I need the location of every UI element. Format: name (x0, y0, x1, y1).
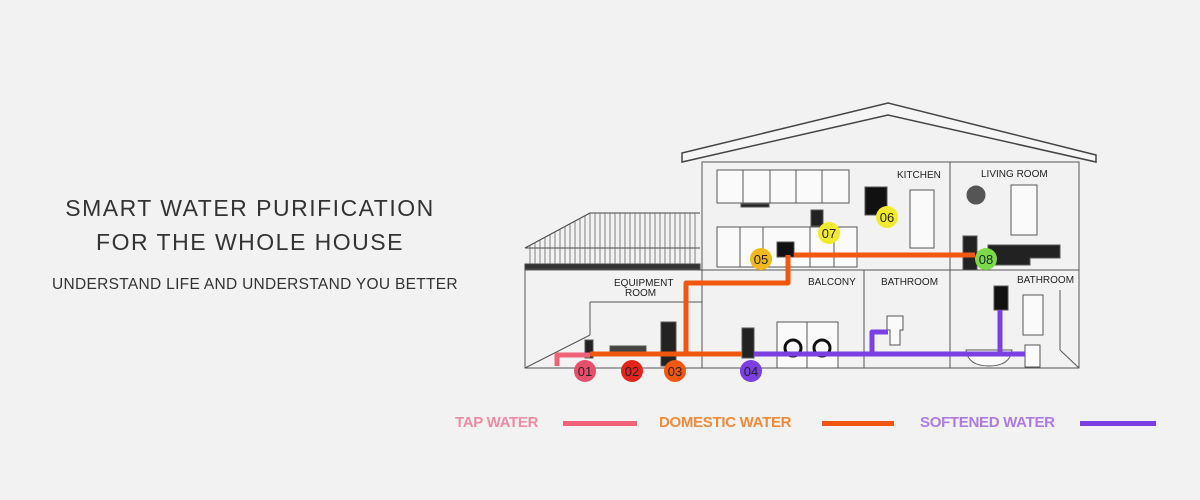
marker-03-label: 03 (668, 364, 682, 379)
subtitle: UNDERSTAND LIFE AND UNDERSTAND YOU BETTE… (52, 276, 458, 293)
railing-bars (529, 213, 696, 264)
pipes (554, 252, 1025, 366)
legend-domestic-water-line (822, 421, 894, 426)
headline-line-1: SMART WATER PURIFICATION (65, 195, 435, 221)
tap-water-pipe (554, 352, 590, 366)
marker-08-label: 08 (979, 252, 993, 267)
softener-04 (741, 327, 755, 359)
sofa (987, 244, 1061, 266)
room-label-equipment: EQUIPMENT (614, 278, 673, 289)
legend-tap-water-line (563, 421, 637, 426)
softened-water-pipe (754, 310, 1025, 357)
room-label-equipment-2: ROOM (625, 288, 656, 299)
domestic-water-pipe (590, 255, 791, 357)
marker-01-label: 01 (578, 364, 592, 379)
bookshelf (1010, 184, 1038, 236)
kettle (810, 209, 824, 227)
marker-06 (876, 206, 898, 228)
legend-softened-water-line (1080, 421, 1156, 426)
legend-softened-water-label: SOFTENED WATER (920, 414, 1055, 431)
marker-03 (664, 360, 686, 382)
marker-06-label: 06 (880, 210, 894, 225)
markers: 01 02 03 04 05 06 07 08 (574, 206, 997, 382)
marker-05-label: 05 (754, 252, 768, 267)
room-label-kitchen: KITCHEN (897, 170, 941, 181)
marker-04-label: 04 (744, 364, 758, 379)
bathroom-wall (1059, 349, 1080, 369)
roof (681, 102, 1097, 163)
clock-icon (966, 185, 986, 205)
room-label-living-room: LIVING ROOM (981, 169, 1048, 180)
water-heater-bath (993, 285, 1009, 311)
purifier-05 (776, 241, 795, 258)
marker-07 (818, 222, 840, 244)
equipment-room-wall (524, 334, 591, 369)
bathroom-mirror (1022, 294, 1044, 336)
terrace-railing (524, 212, 701, 270)
marker-08 (975, 248, 997, 270)
legend-tap-water-label: TAP WATER (455, 414, 539, 431)
fridge (909, 189, 935, 249)
headline-line-2: FOR THE WHOLE HOUSE (96, 229, 404, 255)
marker-05 (750, 248, 772, 270)
kitchen-cabinets (716, 169, 850, 204)
marker-01 (574, 360, 596, 382)
room-label-bathroom-1: BATHROOM (881, 277, 938, 288)
room-label-bathroom-2: BATHROOM (1017, 275, 1074, 286)
toilet (886, 315, 904, 346)
marker-02-label: 02 (625, 364, 639, 379)
legend-domestic-water-label: DOMESTIC WATER (659, 414, 792, 431)
marker-04 (740, 360, 762, 382)
range-hood (740, 203, 770, 208)
bathroom-cabinet (1024, 344, 1041, 368)
filter-03 (660, 321, 677, 367)
marker-07-label: 07 (822, 226, 836, 241)
marker-02 (621, 360, 643, 382)
valve-01 (584, 339, 594, 359)
room-label-balcony: BALCONY (808, 277, 856, 288)
